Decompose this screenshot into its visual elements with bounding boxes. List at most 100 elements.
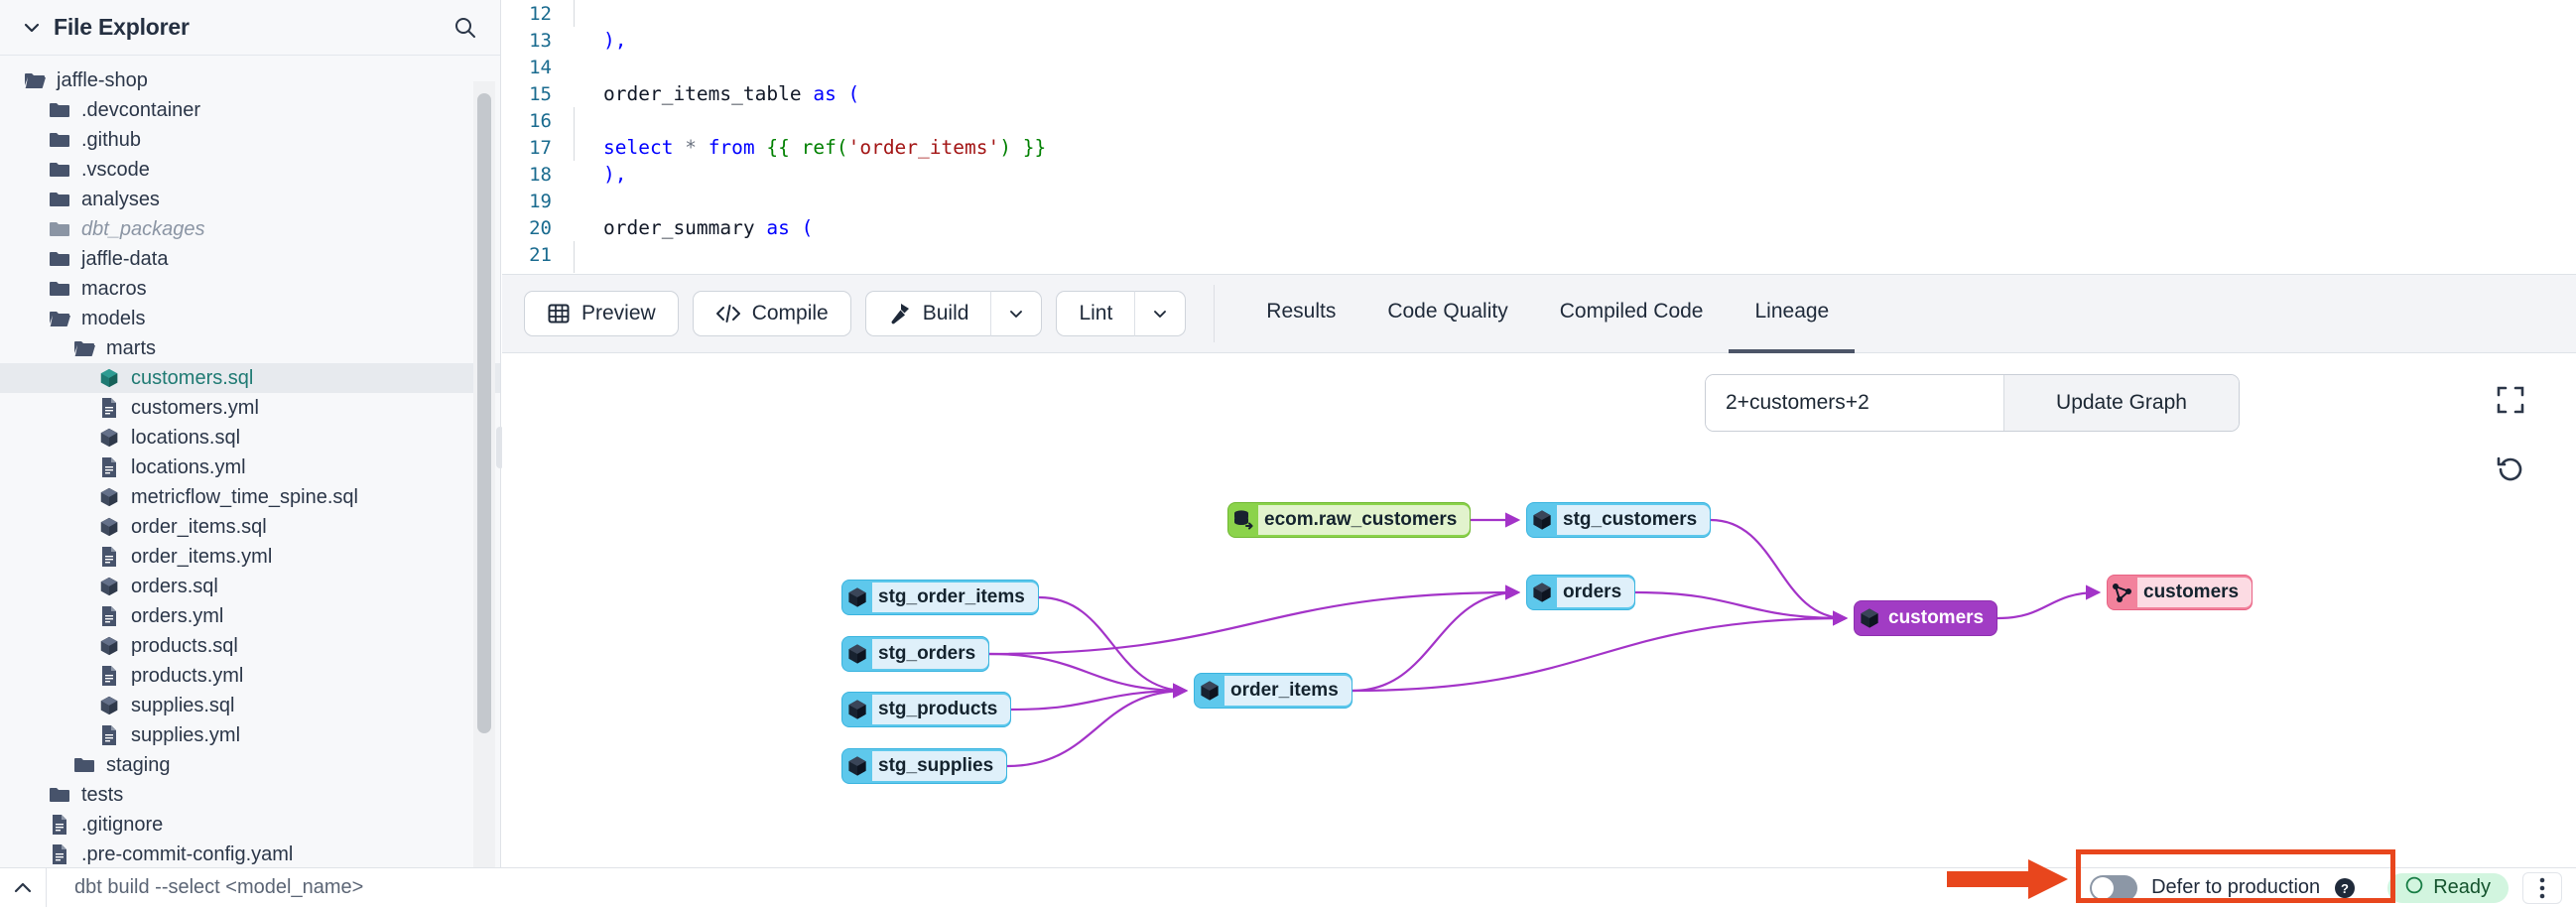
chevron-down-icon[interactable] xyxy=(22,18,42,38)
folder-icon xyxy=(47,310,72,327)
tree-item-label: order_items.sql xyxy=(131,515,267,538)
preview-button-label: Preview xyxy=(581,302,656,324)
tree-item-supplies-yml[interactable]: supplies.yml xyxy=(0,720,500,750)
file-icon xyxy=(96,397,122,419)
tree-item-label: analyses xyxy=(81,188,160,210)
indent-guide xyxy=(574,27,603,54)
sidebar-resize-handle[interactable] xyxy=(496,427,504,468)
tree-item-devcontainer[interactable]: .devcontainer xyxy=(0,95,500,125)
toggle-knob xyxy=(2092,876,2115,899)
help-circle-icon[interactable]: ? xyxy=(2334,877,2356,899)
tree-item-marts[interactable]: marts xyxy=(0,333,500,363)
model-icon xyxy=(96,576,122,597)
lineage-node-stgoi[interactable]: stg_order_items xyxy=(841,580,1039,615)
tree-item-label: .github xyxy=(81,128,142,151)
svg-text:?: ? xyxy=(2341,881,2349,896)
lineage-node-src[interactable]: ecom.raw_customers xyxy=(1227,502,1472,538)
lineage-node-stgcust[interactable]: stg_customers xyxy=(1526,502,1712,538)
defer-toggle[interactable] xyxy=(2090,874,2138,901)
folder-icon xyxy=(47,786,72,804)
model-icon xyxy=(96,516,122,538)
chevron-up-icon[interactable] xyxy=(0,877,46,899)
tree-item-staging[interactable]: staging xyxy=(0,750,500,780)
code-text: ), xyxy=(603,29,627,52)
model-icon xyxy=(96,367,122,389)
tree-item-customers-yml[interactable]: customers.yml xyxy=(0,393,500,423)
tree-item-analyses[interactable]: analyses xyxy=(0,185,500,214)
line-number: 16 xyxy=(529,109,552,132)
editor-vertical-scrollbar[interactable] xyxy=(2559,4,2570,270)
tree-item-orders-sql[interactable]: orders.sql xyxy=(0,572,500,601)
tree-item-dbt-packages[interactable]: dbt_packages xyxy=(0,214,500,244)
tree-item-products-sql[interactable]: products.sql xyxy=(0,631,500,661)
page-title: File Explorer xyxy=(54,14,190,40)
graph-selector: Update Graph xyxy=(1705,374,2240,432)
lineage-node-stgsup[interactable]: stg_supplies xyxy=(841,748,1008,784)
search-icon[interactable] xyxy=(452,15,478,41)
tree-item-github[interactable]: .github xyxy=(0,125,500,155)
tree-item-jaffle-shop[interactable]: jaffle-shop xyxy=(0,65,500,95)
command-bar-text[interactable]: dbt build --select <model_name> xyxy=(74,876,364,898)
tree-item-supplies-sql[interactable]: supplies.sql xyxy=(0,691,500,720)
file-icon xyxy=(96,724,122,746)
lineage-node-label: stg_orders xyxy=(872,639,989,669)
status-bar-right: Defer to production ? Ready xyxy=(2072,871,2576,904)
tree-item-label: jaffle-shop xyxy=(57,68,148,91)
tree-item-macros[interactable]: macros xyxy=(0,274,500,304)
tree-item-locations-yml[interactable]: locations.yml xyxy=(0,453,500,482)
tab-code-quality[interactable]: Code Quality xyxy=(1387,300,1508,323)
preview-button[interactable]: Preview xyxy=(524,291,679,336)
lineage-node-exposure[interactable]: customers xyxy=(2107,575,2254,610)
build-dropdown-chevron-down-icon[interactable] xyxy=(990,291,1043,336)
tree-item-order-items-sql[interactable]: order_items.sql xyxy=(0,512,500,542)
line-number: 20 xyxy=(529,216,552,239)
cube-icon xyxy=(842,585,872,609)
tree-item-jaffle-data[interactable]: jaffle-data xyxy=(0,244,500,274)
cube-icon xyxy=(1527,581,1557,604)
file-tree[interactable]: jaffle-shop .devcontainer .github .vscode an… xyxy=(0,56,500,867)
tab-compiled-code[interactable]: Compiled Code xyxy=(1559,300,1704,323)
status-bar: dbt build --select <model_name> Defer to… xyxy=(0,867,2576,907)
tree-item-locations-sql[interactable]: locations.sql xyxy=(0,423,500,453)
tab-lineage[interactable]: Lineage xyxy=(1729,274,1856,353)
tree-item-tests[interactable]: tests xyxy=(0,780,500,810)
tree-item-label: dbt_packages xyxy=(81,217,205,240)
tree-item-models[interactable]: models xyxy=(0,304,500,333)
code-line: 12 xyxy=(512,0,2576,27)
graph-select-input[interactable] xyxy=(1706,375,2003,431)
tree-item-orders-yml[interactable]: orders.yml xyxy=(0,601,500,631)
lineage-node-orders[interactable]: orders xyxy=(1526,575,1636,610)
tree-item-metricflow-time-spine-sql[interactable]: metricflow_time_spine.sql xyxy=(0,482,500,512)
indent-guide xyxy=(574,107,575,134)
tree-item-label: .pre-commit-config.yaml xyxy=(81,842,294,865)
lineage-node-stgprod[interactable]: stg_products xyxy=(841,692,1012,727)
expand-icon[interactable] xyxy=(2495,384,2526,421)
lineage-graph-panel[interactable]: ecom.raw_customers stg_customers stg_order… xyxy=(502,354,2576,867)
database-icon xyxy=(1228,508,1258,532)
lineage-node-cust[interactable]: customers xyxy=(1854,600,1998,636)
build-button[interactable]: Build xyxy=(864,291,991,336)
tree-item-vscode[interactable]: .vscode xyxy=(0,155,500,185)
lint-dropdown-chevron-down-icon[interactable] xyxy=(1134,291,1187,336)
tab-results[interactable]: Results xyxy=(1266,300,1337,323)
tree-item-order-items-yml[interactable]: order_items.yml xyxy=(0,542,500,572)
defer-to-production-control[interactable]: Defer to production ? xyxy=(2072,874,2374,901)
cube-icon xyxy=(842,642,872,666)
code-line: 13), xyxy=(512,27,2576,54)
lineage-node-stgorders[interactable]: stg_orders xyxy=(841,636,990,672)
kebab-menu-icon[interactable] xyxy=(2522,871,2562,904)
reset-icon[interactable] xyxy=(2495,454,2526,490)
lint-button[interactable]: Lint xyxy=(1056,291,1135,336)
tree-item-customers-sql[interactable]: customers.sql xyxy=(0,363,500,393)
tree-item-products-yml[interactable]: products.yml xyxy=(0,661,500,691)
model-icon xyxy=(96,635,122,657)
compile-button[interactable]: Compile xyxy=(692,291,851,336)
lineage-node-oi[interactable]: order_items xyxy=(1194,673,1352,709)
update-graph-button[interactable]: Update Graph xyxy=(2003,375,2239,431)
tree-item-pre-commit-config-yaml[interactable]: .pre-commit-config.yaml xyxy=(0,840,500,867)
tree-item-gitignore[interactable]: .gitignore xyxy=(0,810,500,840)
file-tree-scrollbar[interactable] xyxy=(477,93,491,733)
